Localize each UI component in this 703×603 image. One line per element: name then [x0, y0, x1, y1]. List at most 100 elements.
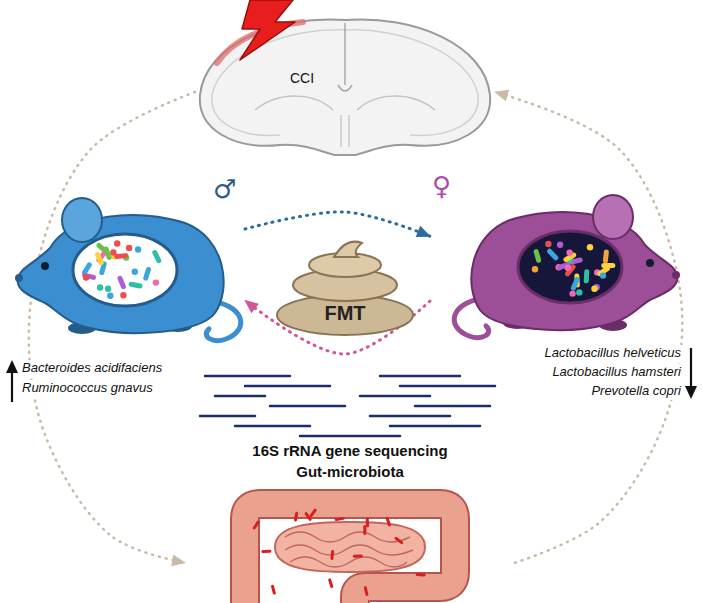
drawing-part: [532, 266, 538, 272]
brain-section-drawing: [195, 15, 495, 155]
read-line: [235, 425, 310, 428]
read-line: [300, 435, 400, 438]
drawing-part: [454, 195, 680, 338]
drawing-part: [245, 504, 455, 603]
drawing-part: [117, 275, 127, 290]
drawing-part: [97, 284, 103, 290]
drawing-part: [330, 550, 334, 560]
read-line: [390, 425, 480, 428]
species-label: Lactobacillus helveticus: [542, 345, 683, 362]
drawing-part: [290, 557, 407, 567]
drawing-part: [584, 269, 590, 283]
read-line: [415, 405, 490, 408]
male-mouse-drawing: [10, 178, 245, 348]
fmt-label: FMT: [324, 301, 365, 325]
drawing-part: [385, 516, 391, 526]
drawing-part: [309, 508, 317, 518]
sequencing-reads: [200, 376, 495, 436]
read-line: [215, 395, 265, 398]
drawing-part: [341, 115, 349, 147]
drawing-part: [200, 19, 490, 155]
drawing-part: [557, 242, 563, 248]
drawing-part: [285, 532, 410, 542]
read-line: [360, 395, 430, 398]
drawing-part: [103, 246, 112, 261]
drawing-part: [576, 289, 582, 295]
read-line: [380, 375, 460, 378]
drawing-part: [416, 573, 426, 577]
drawing-part: [294, 511, 299, 521]
drawing-part: [132, 269, 138, 275]
drawing-part: [363, 525, 366, 535]
drawing-part: [143, 266, 152, 281]
drawing-part: [366, 517, 369, 527]
drawing-part: [128, 281, 143, 289]
drawing-part: [73, 234, 177, 306]
drawing-part: [62, 198, 102, 242]
drawing-part: [545, 241, 551, 247]
drawing-part: [394, 536, 404, 544]
drawing-part: [153, 279, 159, 285]
drawing-part: [603, 249, 609, 263]
species-label: Bacteroides acidifaciens: [20, 360, 164, 377]
injury-label: CCI: [290, 70, 314, 87]
drawing-part: [353, 554, 363, 557]
species-label: Ruminococcus gnavus: [20, 380, 155, 397]
sex-symbol: ♀: [432, 171, 451, 202]
drawing-part: [672, 271, 680, 279]
drawing-part: [151, 249, 162, 264]
arrow-shaft: [690, 348, 692, 388]
drawing-part: [304, 512, 312, 522]
drawing-part: [245, 504, 455, 603]
read-line: [245, 385, 330, 388]
increase-arrow: [6, 360, 18, 402]
read-line: [370, 415, 450, 418]
drawing-part: [344, 23, 346, 85]
drawing-part: [83, 274, 89, 280]
drawing-part: [252, 520, 260, 530]
drawing-part: [120, 292, 126, 298]
gut-intestine: 16S rRNA gene sequencingGut-microbiota: [185, 442, 515, 603]
drawing-part: [328, 578, 334, 588]
drawing-part: [271, 584, 276, 594]
drawing-part: [600, 272, 606, 278]
drawing-part: [261, 550, 271, 554]
drawing-part: [471, 212, 677, 330]
arrow-head: [6, 360, 18, 373]
drawing-part: [566, 250, 572, 256]
drawing-part: [357, 96, 435, 110]
female-mouse-drawing: [430, 175, 685, 350]
fmt-stool: FMT: [272, 237, 418, 337]
drawing-part: [114, 253, 128, 259]
brain-section: CCI: [195, 15, 495, 155]
drawing-part: [114, 240, 120, 246]
species-label: Lactobacillus hamsteri: [550, 364, 683, 381]
decrease-arrow: [685, 348, 697, 399]
arrow-head: [685, 386, 697, 399]
drawing-part: [569, 290, 575, 296]
drawing-part: [334, 242, 362, 257]
drawing-part: [518, 231, 622, 303]
dotted-connector: [245, 212, 430, 236]
drawing-part: [126, 245, 132, 251]
drawing-part: [565, 265, 571, 271]
drawing-part: [591, 286, 597, 292]
drawing-part: [15, 198, 241, 341]
drawing-part: [570, 276, 580, 291]
read-line: [400, 385, 495, 388]
male-mouse: ♂: [10, 178, 245, 348]
drawing-part: [546, 248, 559, 262]
arrow-shaft: [11, 370, 13, 402]
drawing-part: [533, 248, 542, 263]
drawing-part: [593, 195, 633, 239]
drawing-part: [135, 246, 141, 252]
drawing-part: [334, 517, 344, 522]
method-label: 16S rRNA gene sequencing: [252, 442, 447, 460]
drawing-part: [107, 293, 113, 299]
read-line: [200, 415, 255, 418]
drawing-part: [646, 259, 654, 267]
read-line: [270, 405, 345, 408]
drawing-part: [82, 272, 97, 280]
drawing-part: [94, 251, 104, 266]
